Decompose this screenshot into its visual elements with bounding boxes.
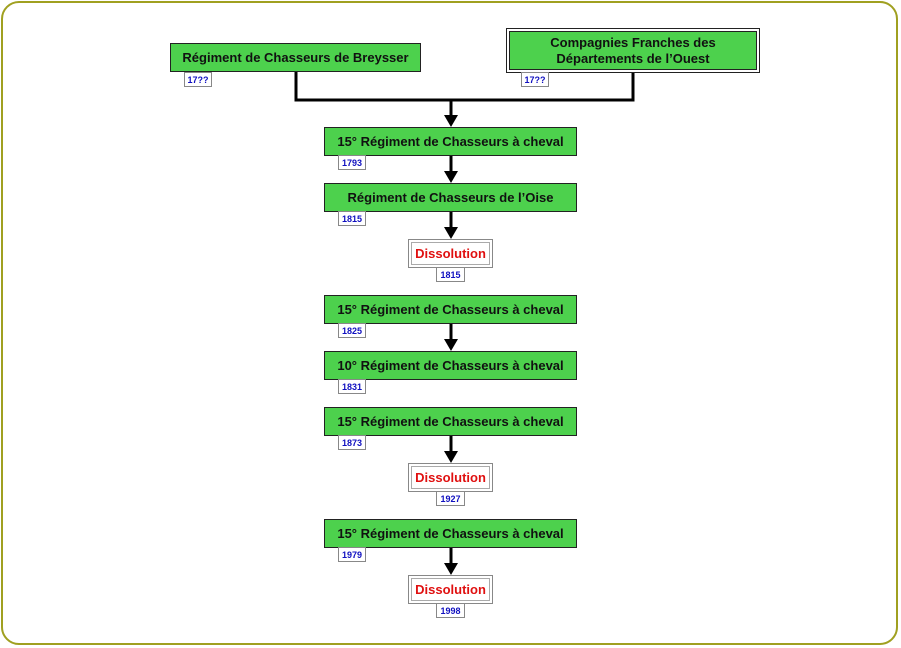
- year-badge: 1979: [338, 547, 366, 562]
- node-15e-1825: 15° Régiment de Chasseurs à cheval: [324, 295, 577, 324]
- year-badge: 17??: [521, 72, 549, 87]
- node-oise-1815: Régiment de Chasseurs de l’Oise: [324, 183, 577, 212]
- dissolution-label: Dissolution: [415, 582, 486, 597]
- year-badge: 1815: [338, 211, 366, 226]
- node-compagnies: Compagnies Franches des Départements de …: [506, 28, 760, 73]
- dissolution-1815: Dissolution: [408, 239, 493, 268]
- year-badge: 1831: [338, 379, 366, 394]
- node-breysser: Régiment de Chasseurs de Breysser: [170, 43, 421, 72]
- year-badge: 1815: [436, 267, 465, 282]
- node-label: 10° Régiment de Chasseurs à cheval: [337, 357, 564, 373]
- node-label-line2: Départements de l’Ouest: [556, 50, 710, 66]
- node-label: 15° Régiment de Chasseurs à cheval: [337, 301, 564, 317]
- year-badge: 1793: [338, 155, 366, 170]
- dissolution-label: Dissolution: [415, 470, 486, 485]
- node-label: 15° Régiment de Chasseurs à cheval: [337, 133, 564, 149]
- node-label: 15° Régiment de Chasseurs à cheval: [337, 525, 564, 541]
- node-10e-1831: 10° Régiment de Chasseurs à cheval: [324, 351, 577, 380]
- node-15e-1979: 15° Régiment de Chasseurs à cheval: [324, 519, 577, 548]
- dissolution-1998: Dissolution: [408, 575, 493, 604]
- merge-connector: [294, 72, 635, 124]
- year-badge: 1927: [436, 491, 465, 506]
- node-15e-1873: 15° Régiment de Chasseurs à cheval: [324, 407, 577, 436]
- year-badge: 1873: [338, 435, 366, 450]
- node-label: 15° Régiment de Chasseurs à cheval: [337, 413, 564, 429]
- node-label-line1: Compagnies Franches des: [550, 34, 716, 50]
- year-badge: 17??: [184, 72, 212, 87]
- year-badge: 1998: [436, 603, 465, 618]
- dissolution-1927: Dissolution: [408, 463, 493, 492]
- node-15e-1793: 15° Régiment de Chasseurs à cheval: [324, 127, 577, 156]
- node-label: Régiment de Chasseurs de l’Oise: [347, 189, 554, 205]
- dissolution-label: Dissolution: [415, 246, 486, 261]
- year-badge: 1825: [338, 323, 366, 338]
- node-label: Régiment de Chasseurs de Breysser: [182, 49, 409, 65]
